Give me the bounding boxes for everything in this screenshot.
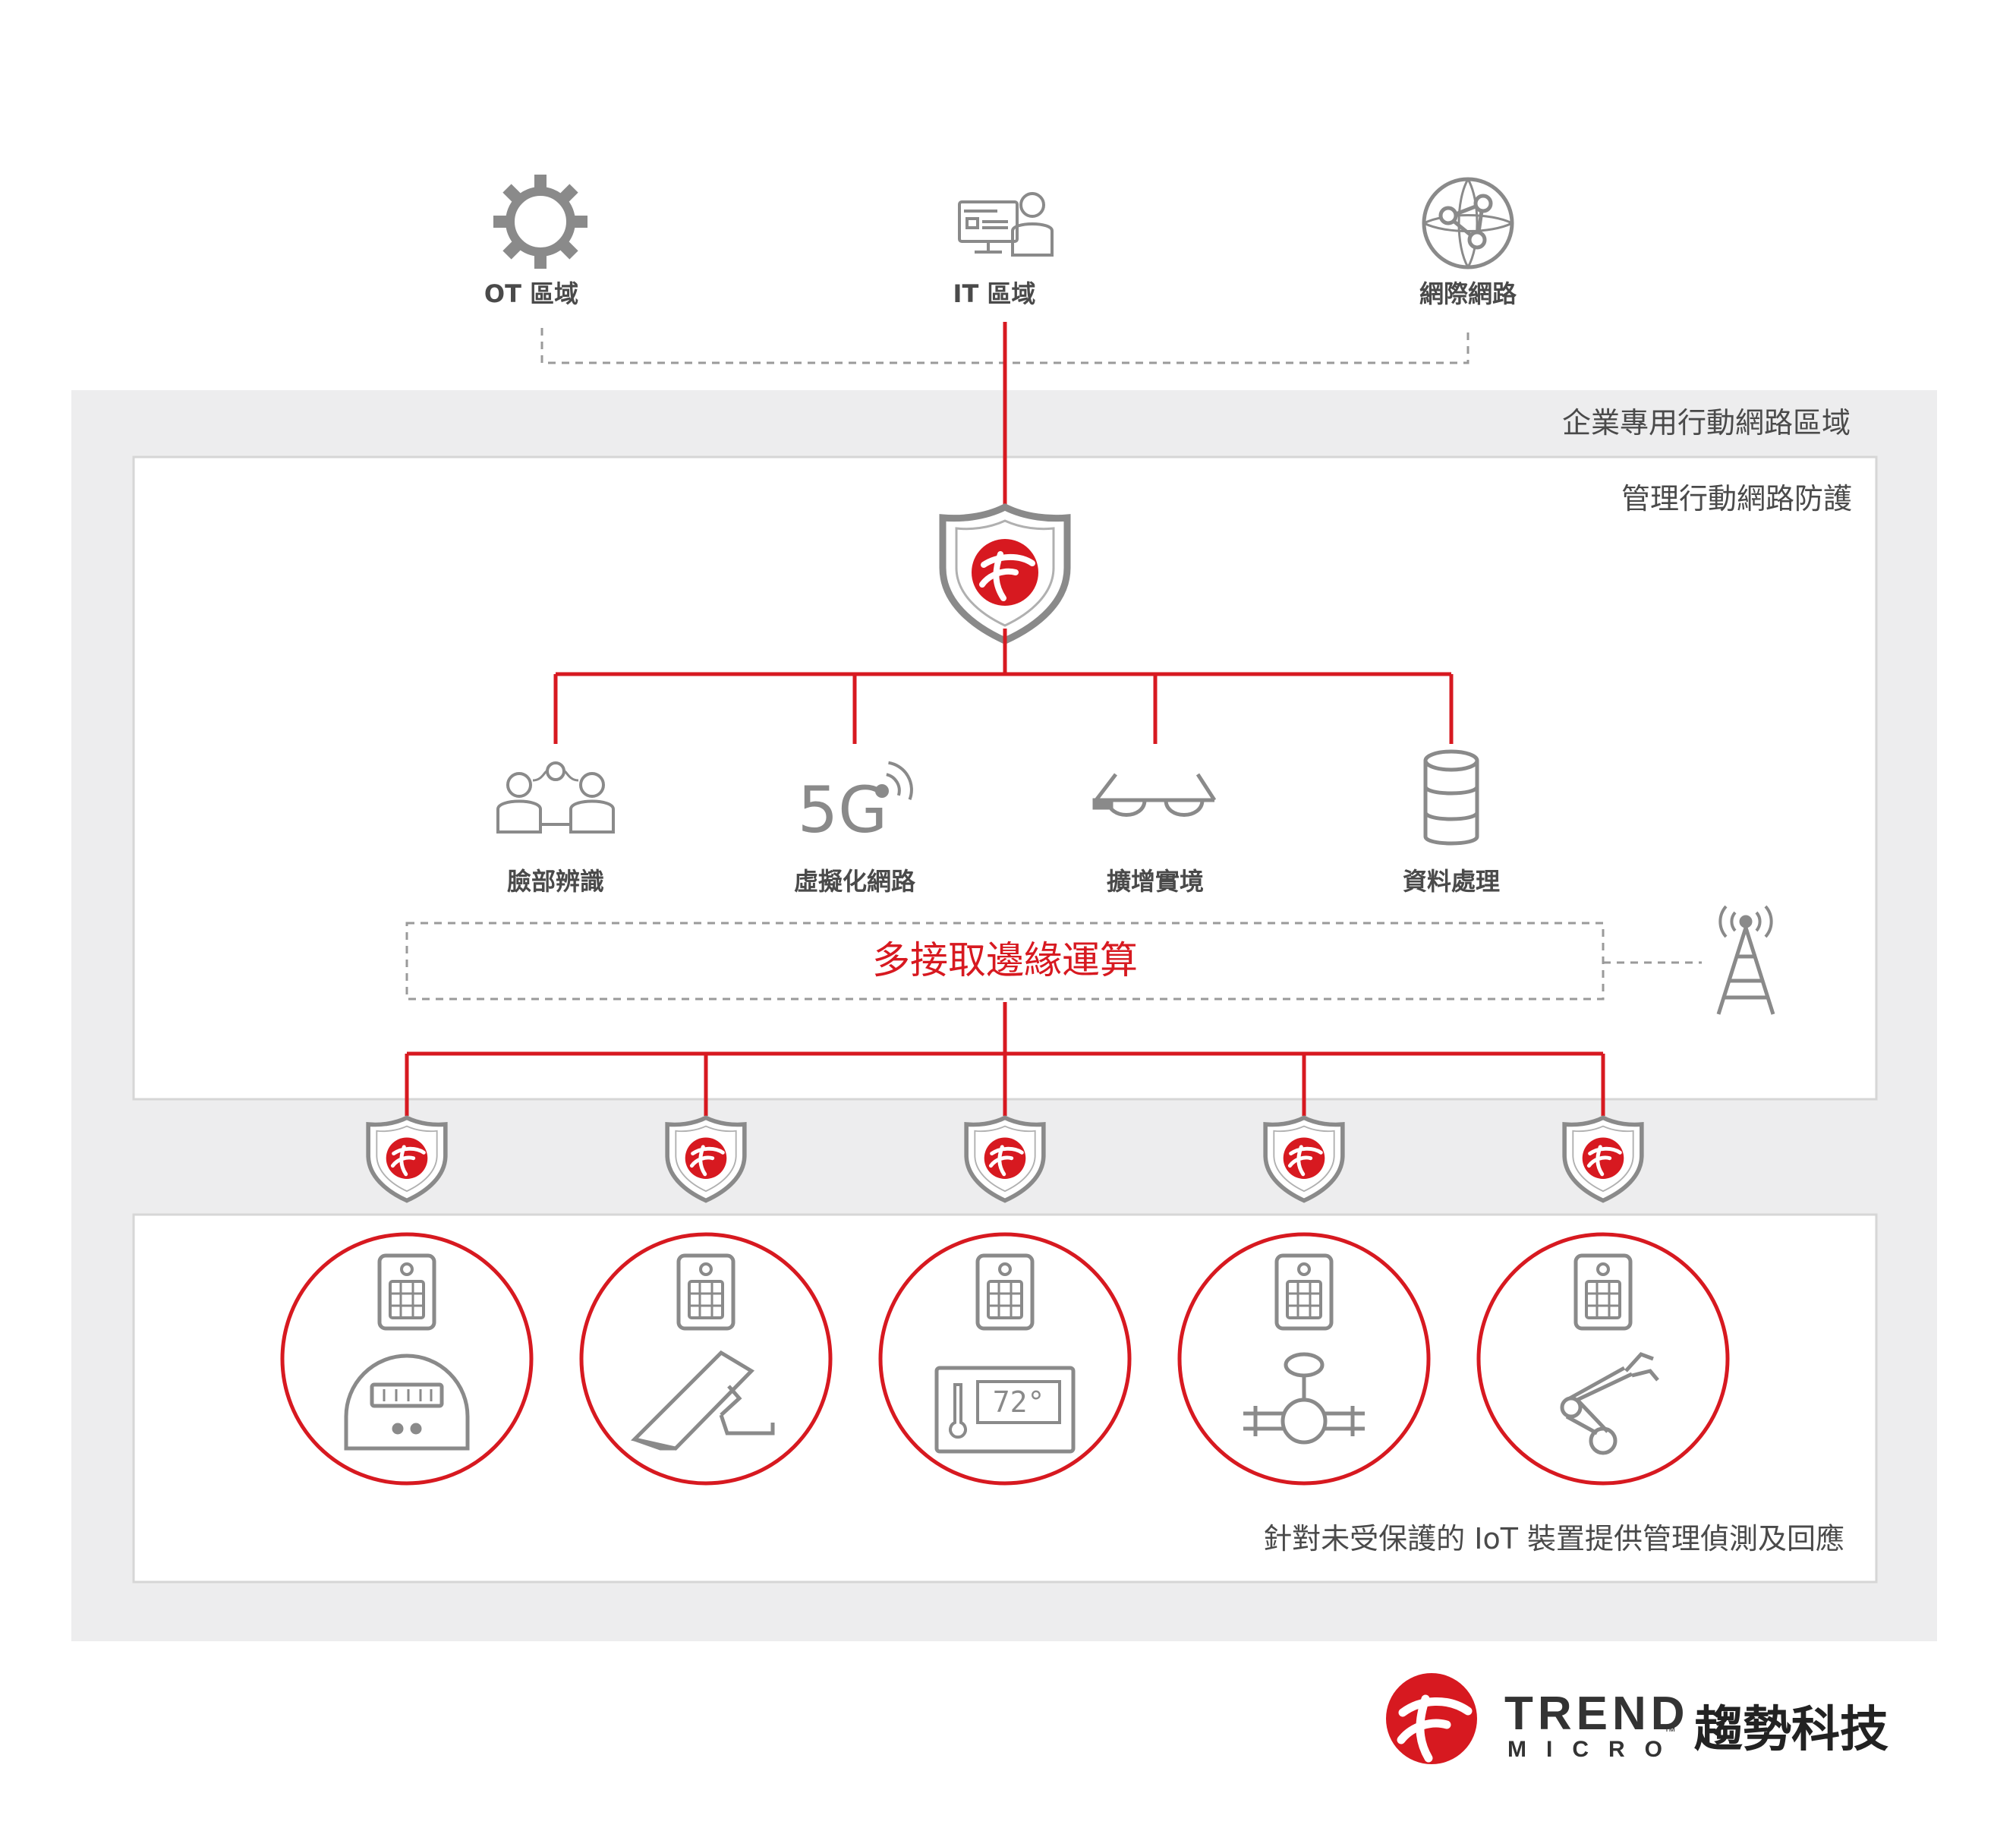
trend-micro-logo-icon <box>1386 1673 1477 1764</box>
5g-signal-icon: 5G <box>798 761 913 847</box>
sim-card-icon <box>380 1256 434 1328</box>
5g-icon-text: 5G <box>798 773 888 847</box>
zone-label-ot: OT 區域 <box>484 279 578 308</box>
service-label-5g: 虛擬化網路 <box>794 867 916 896</box>
device-circle <box>878 1232 1132 1486</box>
mec-box <box>405 922 1605 1001</box>
cell-tower-icon <box>1716 905 1775 1015</box>
device-circle <box>579 1232 833 1486</box>
sim-card-icon <box>978 1256 1032 1328</box>
face-recognition-icon <box>496 761 615 834</box>
ar-glasses-icon <box>1092 773 1217 817</box>
zone-label-it: IT 區域 <box>953 279 1036 308</box>
device-circle <box>1476 1232 1730 1486</box>
service-label-data: 資料處理 <box>1403 867 1500 896</box>
security-camera-icon <box>631 1350 775 1451</box>
sim-card-icon <box>1277 1256 1331 1328</box>
iot-panel-label: 針對未受保護的 IoT 裝置提供管理偵測及回應 <box>1263 1522 1844 1555</box>
brand-name-line2: MICRO <box>1507 1737 1682 1762</box>
thermostat-icon: 72° <box>934 1366 1076 1454</box>
zone-label-internet: 網際網路 <box>1419 279 1517 308</box>
service-label-face: 臉部辨識 <box>507 867 604 896</box>
globe-network-icon <box>1422 177 1514 269</box>
mec-label: 多接取邊緣運算 <box>872 938 1138 982</box>
sim-card-icon <box>679 1256 733 1328</box>
brand-name-line1: TREND <box>1504 1688 1690 1740</box>
enterprise-zone-label: 企業專用行動網路區域 <box>1562 406 1851 440</box>
database-icon <box>1423 749 1479 846</box>
brand-name-cn: 趨勢科技 <box>1694 1702 1888 1758</box>
device-connector-lines <box>405 1002 1605 1116</box>
robot-arm-icon <box>1560 1352 1659 1455</box>
workstation-user-icon <box>958 192 1054 257</box>
management-panel-label: 管理行動網路防護 <box>1621 482 1852 515</box>
service-connector-lines <box>553 629 1454 744</box>
gear-icon <box>493 175 587 269</box>
valve-icon <box>1243 1352 1365 1445</box>
device-circle <box>1177 1232 1431 1486</box>
sim-card-icon <box>1576 1256 1630 1328</box>
thermostat-display: 72° <box>993 1385 1045 1419</box>
service-label-ar: 擴增實境 <box>1107 867 1204 896</box>
smart-meter-icon <box>344 1354 470 1451</box>
brand-trademark: ™ <box>1664 1725 1676 1738</box>
